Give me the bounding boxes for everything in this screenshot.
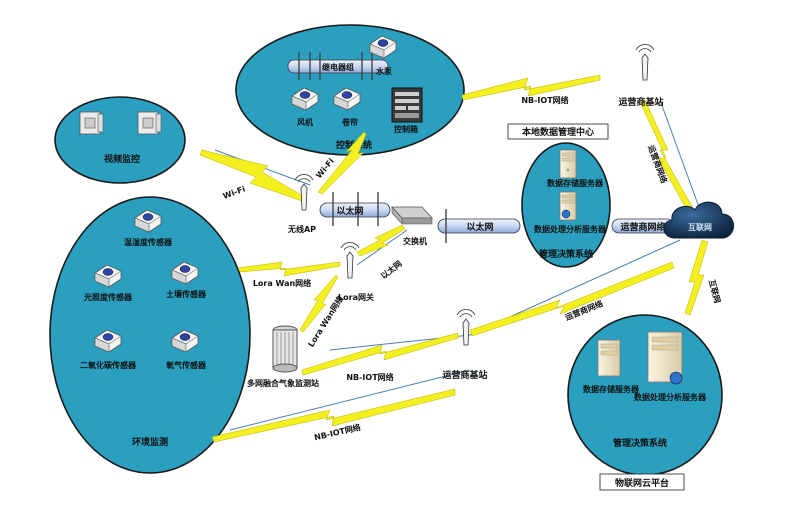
co2-sensor-label: 二氧化碳传感器: [80, 360, 137, 370]
cloud-platform-box: [599, 473, 685, 491]
carrier-net-pipe: 运营商网络: [611, 218, 675, 234]
shade-label: 卷帘: [341, 117, 358, 127]
lora-gateway-icon: [340, 241, 360, 279]
storage-server-2-label: 数据存储服务器: [583, 384, 640, 394]
local-center-label: 本地数据管理中心: [522, 126, 594, 138]
carrier-net-label-3: 运营商网络: [620, 221, 665, 233]
wireless-links: [199, 74, 709, 443]
storage-server-2-icon: [597, 339, 621, 377]
soil-sensor-label: 土壤传感器: [166, 289, 207, 299]
switch-label: 交换机: [403, 236, 427, 246]
weather-station-label: 多网融合气象监测站: [247, 378, 319, 388]
light-sensor-label: 光照度传感器: [83, 292, 133, 302]
local-center-box: [507, 123, 609, 140]
nb-iot-label-3: NB-IOT网络: [313, 422, 361, 442]
carrier-station-mid-icon: [456, 308, 476, 346]
globe-icon-1: [561, 209, 571, 219]
nb-iot-label-2: NB-IOT网络: [346, 372, 393, 382]
control-box-label: 控制箱: [394, 124, 418, 134]
analysis-server-2-icon: [647, 331, 683, 385]
internet-label-2: 互联网: [707, 278, 723, 304]
analysis-server-1-label: 数据处理分析服务器: [534, 224, 607, 234]
wireless-ap-icon: [294, 173, 314, 211]
weather-station-icon: [272, 325, 298, 373]
control-box-icon: [391, 87, 423, 123]
carrier-station-mid-label: 运营商基站: [442, 369, 487, 381]
network-switch-icon: [391, 206, 433, 225]
ethernet-label-2: 以太网: [466, 221, 493, 233]
wireless-ap-label: 无线AP: [287, 224, 316, 234]
o2-sensor-label: 氧气传感器: [165, 360, 207, 370]
internet-cloud-label: 互联网: [688, 222, 712, 232]
ethernet-label-3: 以太网: [379, 258, 404, 281]
nb-iot-label-1: NB-IOT网络: [521, 95, 568, 105]
video-monitor-area: [54, 96, 186, 184]
relay-group: 继电器组: [287, 52, 389, 80]
camera-icon-2: [137, 111, 162, 135]
lora-wan-label: Lora Wan网络: [253, 278, 311, 288]
wifi-label-1: Wi-Fi: [222, 184, 247, 200]
carrier-station-top-icon: [635, 43, 655, 81]
water-pump-label: 水泵: [375, 66, 392, 76]
fan-label: 风机: [297, 117, 313, 127]
storage-server-1-icon: [559, 149, 577, 179]
video-monitor-label: 视频监控: [104, 153, 140, 165]
carrier-station-top-label: 运营商基站: [618, 96, 663, 108]
ethernet-label-1: 以太网: [336, 205, 363, 217]
env-monitor-label: 环境监测: [132, 436, 168, 448]
ethernet-pipe-2: 以太网: [437, 209, 521, 243]
relay-group-label: 继电器组: [322, 62, 354, 72]
temp-humidity-label: 温湿度传感器: [124, 237, 173, 247]
globe-icon-2: [669, 371, 683, 385]
env-monitor-area: [49, 196, 251, 474]
ethernet-pipe-1: 以太网: [319, 192, 391, 226]
storage-server-1-label: 数据存储服务器: [547, 178, 604, 188]
decision-system-2-label: 管理决策系统: [613, 437, 667, 449]
lora-gateway-label: Lora网关: [338, 292, 374, 302]
camera-icon-1: [79, 111, 104, 135]
cloud-platform-label: 物联网云平台: [615, 477, 669, 489]
decision-system-1-label: 管理决策系统: [539, 248, 593, 260]
internet-cloud-icon: [663, 201, 734, 239]
analysis-server-2-label: 数据处理分析服务器: [634, 392, 707, 402]
